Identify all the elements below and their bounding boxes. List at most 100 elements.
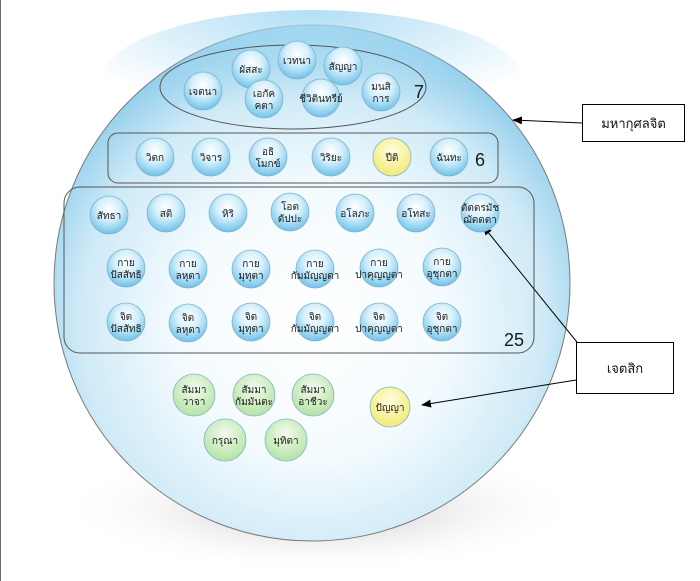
- beautiful-r2-bubble-6-label: กาย: [433, 257, 451, 268]
- wisdom-bubble-circle: [369, 386, 411, 428]
- beautiful-r3-bubble-2-circle: [168, 303, 208, 343]
- sphere-highlight: [102, 10, 522, 150]
- universal-bubble-5-circle: [244, 79, 284, 119]
- beautiful-r3-bubble-6: จิตอุชุกตา: [422, 302, 462, 342]
- beautiful-r1-bubble-4-label: ตัปปะ: [278, 214, 303, 225]
- beautiful-r3-bubble-3-label: มุทุตา: [238, 324, 263, 335]
- universal-bubble-3-label: สัญญา: [329, 62, 358, 73]
- particular-bubble-3-circle: [248, 137, 288, 177]
- maha-kusala-label: มหากุศลจิต: [601, 116, 666, 132]
- abstinence-bubble-2-label: กัมมันตะ: [235, 397, 273, 408]
- beautiful-r3-bubble-1-label: ปัสสัทธิ: [110, 324, 141, 335]
- particular-bubble-3-label: โมกข์: [256, 157, 281, 170]
- beautiful-r1-bubble-7-label: ฌัตตตา: [463, 215, 497, 226]
- beautiful-r1-bubble-7: ตัตตรมัชฌัตตตา: [460, 193, 500, 233]
- beautiful-r1-bubble-1-label: สัทธา: [97, 211, 121, 222]
- beautiful-r3-bubble-6-circle: [422, 302, 462, 342]
- beautiful-r3-bubble-1-circle: [106, 302, 146, 342]
- beautiful-r2-bubble-1-label: ปัสสัทธิ: [110, 270, 141, 281]
- beautiful-r2-bubble-2-circle: [168, 249, 208, 289]
- cetasika-arrow-lower: [421, 379, 577, 408]
- universal-bubble-1-label: ผัสสะ: [239, 65, 262, 76]
- abstinence-bubble-1-label: สัมมา: [182, 385, 207, 396]
- illimitable-bubble-2: มุทิตา: [264, 418, 308, 462]
- wisdom-bubble: ปัญญา: [369, 386, 411, 428]
- particular-bubble-2-label: วิจาร: [199, 153, 222, 164]
- beautiful-r1-bubble-4-circle: [270, 192, 310, 232]
- beautiful-r2-bubble-3-circle: [231, 249, 271, 289]
- cetasika-callout: เจตสิก: [576, 342, 674, 394]
- abstinence-bubble-3-label: สัมมา: [301, 385, 326, 396]
- beautiful-r1-bubble-2-circle: [146, 193, 186, 233]
- universal-bubble-7-label: มนสิ: [371, 82, 391, 93]
- particular-bubble-2: วิจาร: [191, 137, 231, 177]
- cetasika-bubbles: ผัสสะเวทนาสัญญาเจตนาเอกัคคตาชีวิตินทรีย์…: [89, 40, 500, 462]
- illimitable-bubble-2-label: มุทิตา: [273, 436, 298, 447]
- universal-bubble-7-label: การ: [372, 94, 390, 105]
- beautiful-r1-bubble-2-label: สติ: [160, 209, 173, 220]
- beautiful-r2-bubble-4-label: กัมมัญญตา: [291, 271, 339, 282]
- beautiful-r1-bubble-3-label: หิริ: [222, 209, 235, 220]
- beautiful-r1-bubble-3: หิริ: [208, 193, 248, 233]
- beautiful-r2-bubble-2-label: ลหุตา: [176, 271, 201, 282]
- particular-bubble-1: วิตก: [135, 137, 175, 177]
- universal-bubble-3: สัญญา: [323, 46, 363, 86]
- beautiful-r2-bubble-6-circle: [422, 247, 462, 287]
- universal-bubble-4-circle: [183, 71, 223, 111]
- beautiful-r3-bubble-4-label: กัมมัญญตา: [291, 324, 339, 335]
- universal-bubble-7-circle: [361, 72, 401, 112]
- particular-bubble-5: ปีติ: [372, 137, 412, 177]
- beautiful-r2-bubble-1-circle: [106, 248, 146, 288]
- beautiful-r3-bubble-4: จิตกัมมัญญตา: [291, 302, 339, 342]
- beautiful-r2-bubble-4-label: กาย: [306, 259, 324, 270]
- cetasika-arrow-upper: [482, 225, 586, 353]
- beautiful-r3-bubble-4-circle: [295, 302, 335, 342]
- cetasika-label: เจตสิก: [606, 361, 644, 377]
- universal-bubble-2-circle: [277, 40, 317, 80]
- illimitable-bubble-2-circle: [264, 418, 308, 462]
- beautiful-r2-bubble-1-label: กาย: [117, 258, 135, 269]
- universal-bubble-6-circle: [301, 78, 341, 118]
- universal-bubble-6-label: ชีวิตินทรีย์: [299, 93, 343, 105]
- beautiful-r3-bubble-3-circle: [231, 302, 271, 342]
- abstinence-bubble-3-label: อาชีวะ: [298, 396, 327, 408]
- maha-kusala-callout: มหากุศลจิต: [582, 104, 685, 142]
- beautiful-r1-bubble-6-label: อโทสะ: [401, 207, 430, 220]
- abstinence-bubble-2-label: สัมมา: [242, 385, 267, 396]
- beautiful-r3-bubble-1: จิตปัสสัทธิ: [106, 302, 146, 342]
- beautiful-r3-bubble-6-label: จิต: [436, 312, 449, 323]
- abstinence-bubble-1-label: วาจา: [183, 397, 206, 408]
- beautiful-r2-bubble-3-label: กาย: [242, 259, 260, 270]
- beautiful-r2-bubble-5-circle: [359, 248, 399, 288]
- beautiful-r3-bubble-4-label: จิต: [309, 312, 322, 323]
- beautiful-r1-bubble-5: อโลภะ: [335, 193, 375, 233]
- maha-kusala-arrow: [512, 116, 583, 125]
- illimitable-bubble-1-label: กรุณา: [212, 436, 238, 447]
- beautiful-r1-bubble-2: สติ: [146, 193, 186, 233]
- universal-bubble-6: ชีวิตินทรีย์: [299, 78, 343, 118]
- beautiful-r1-bubble-7-label: ตัตตรมัช: [461, 203, 499, 214]
- beautiful-r1-bubble-5-circle: [335, 193, 375, 233]
- illimitable-bubble-1-circle: [203, 418, 247, 462]
- beautiful-r2-bubble-5-label: กาย: [370, 258, 388, 269]
- beautiful-r2-bubble-3-label: มุทุตา: [238, 271, 263, 282]
- universal-count: 7: [414, 82, 424, 102]
- universal-bubble-2-label: เวทนา: [283, 56, 311, 67]
- beautiful-r3-bubble-2-label: จิต: [182, 313, 195, 324]
- particular-bubble-3-label: อธิ: [262, 147, 274, 158]
- beautiful-r3-bubble-5-label: จิต: [373, 312, 386, 323]
- beautiful-r3-bubble-2: จิตลหุตา: [168, 303, 208, 343]
- universal-bubble-7: มนสิการ: [361, 72, 401, 112]
- beautiful-r1-bubble-7-circle: [460, 193, 500, 233]
- beautiful-r1-bubble-1-circle: [89, 195, 129, 235]
- beautiful-r3-bubble-2-label: ลหุตา: [176, 325, 201, 336]
